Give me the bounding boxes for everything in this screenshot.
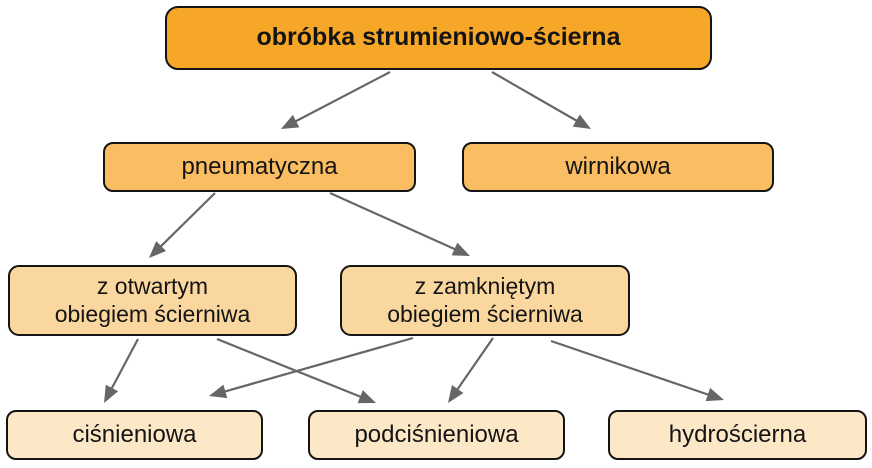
- arrow-line-otwarty-to-cisnieniowa: [109, 338, 139, 392]
- node-cisnieniowa: ciśnieniowa: [6, 410, 263, 460]
- node-z-zamknietym-obiegiem-scierniwa: z zamkniętym obiegiem ścierniwa: [340, 265, 630, 336]
- node-wirnikowa: wirnikowa: [462, 142, 774, 192]
- arrow-line-pneumatyczna-to-zamkniety: [329, 191, 458, 252]
- arrowhead-icon: [357, 390, 376, 404]
- node-label: podciśnieniowa: [354, 420, 519, 448]
- arrowhead-icon: [572, 114, 591, 129]
- arrowhead-icon: [451, 242, 470, 256]
- node-label: wirnikowa: [565, 152, 671, 180]
- arrowhead-icon: [281, 114, 300, 129]
- node-hydroscierna: hydrościerna: [608, 410, 867, 460]
- arrowhead-icon: [448, 385, 464, 403]
- arrowhead-icon: [705, 387, 724, 402]
- arrow-line-zamkniety-to-cisnieniowa: [222, 336, 414, 394]
- arrow-line-root-to-pneumatyczna: [292, 71, 391, 124]
- arrow-line-root-to-wirnikowa: [491, 71, 580, 123]
- node-label: z zamkniętym obiegiem ścierniwa: [387, 273, 583, 327]
- arrow-line-zamkniety-to-hydroscierna: [550, 339, 712, 397]
- node-label: hydrościerna: [668, 420, 807, 448]
- node-obrobka-strumieniowo-scierna: obróbka strumieniowo-ścierna: [165, 6, 712, 70]
- node-pneumatyczna: pneumatyczna: [103, 142, 416, 192]
- node-z-otwartym-obiegiem-scierniwa: z otwartym obiegiem ścierniwa: [8, 265, 297, 336]
- arrowhead-icon: [104, 384, 119, 403]
- arrow-line-otwarty-to-podcisnieniowa: [216, 337, 364, 399]
- arrowhead-icon: [209, 384, 228, 399]
- node-label: obróbka strumieniowo-ścierna: [256, 23, 621, 52]
- node-label: ciśnieniowa: [72, 420, 197, 448]
- arrow-line-pneumatyczna-to-otwarty: [158, 192, 216, 249]
- node-label: pneumatyczna: [181, 152, 338, 180]
- arrow-line-zamkniety-to-podcisnieniowa: [455, 337, 494, 393]
- node-label: z otwartym obiegiem ścierniwa: [54, 273, 251, 327]
- node-podcisnieniowa: podciśnieniowa: [308, 410, 565, 460]
- arrowhead-icon: [149, 241, 167, 258]
